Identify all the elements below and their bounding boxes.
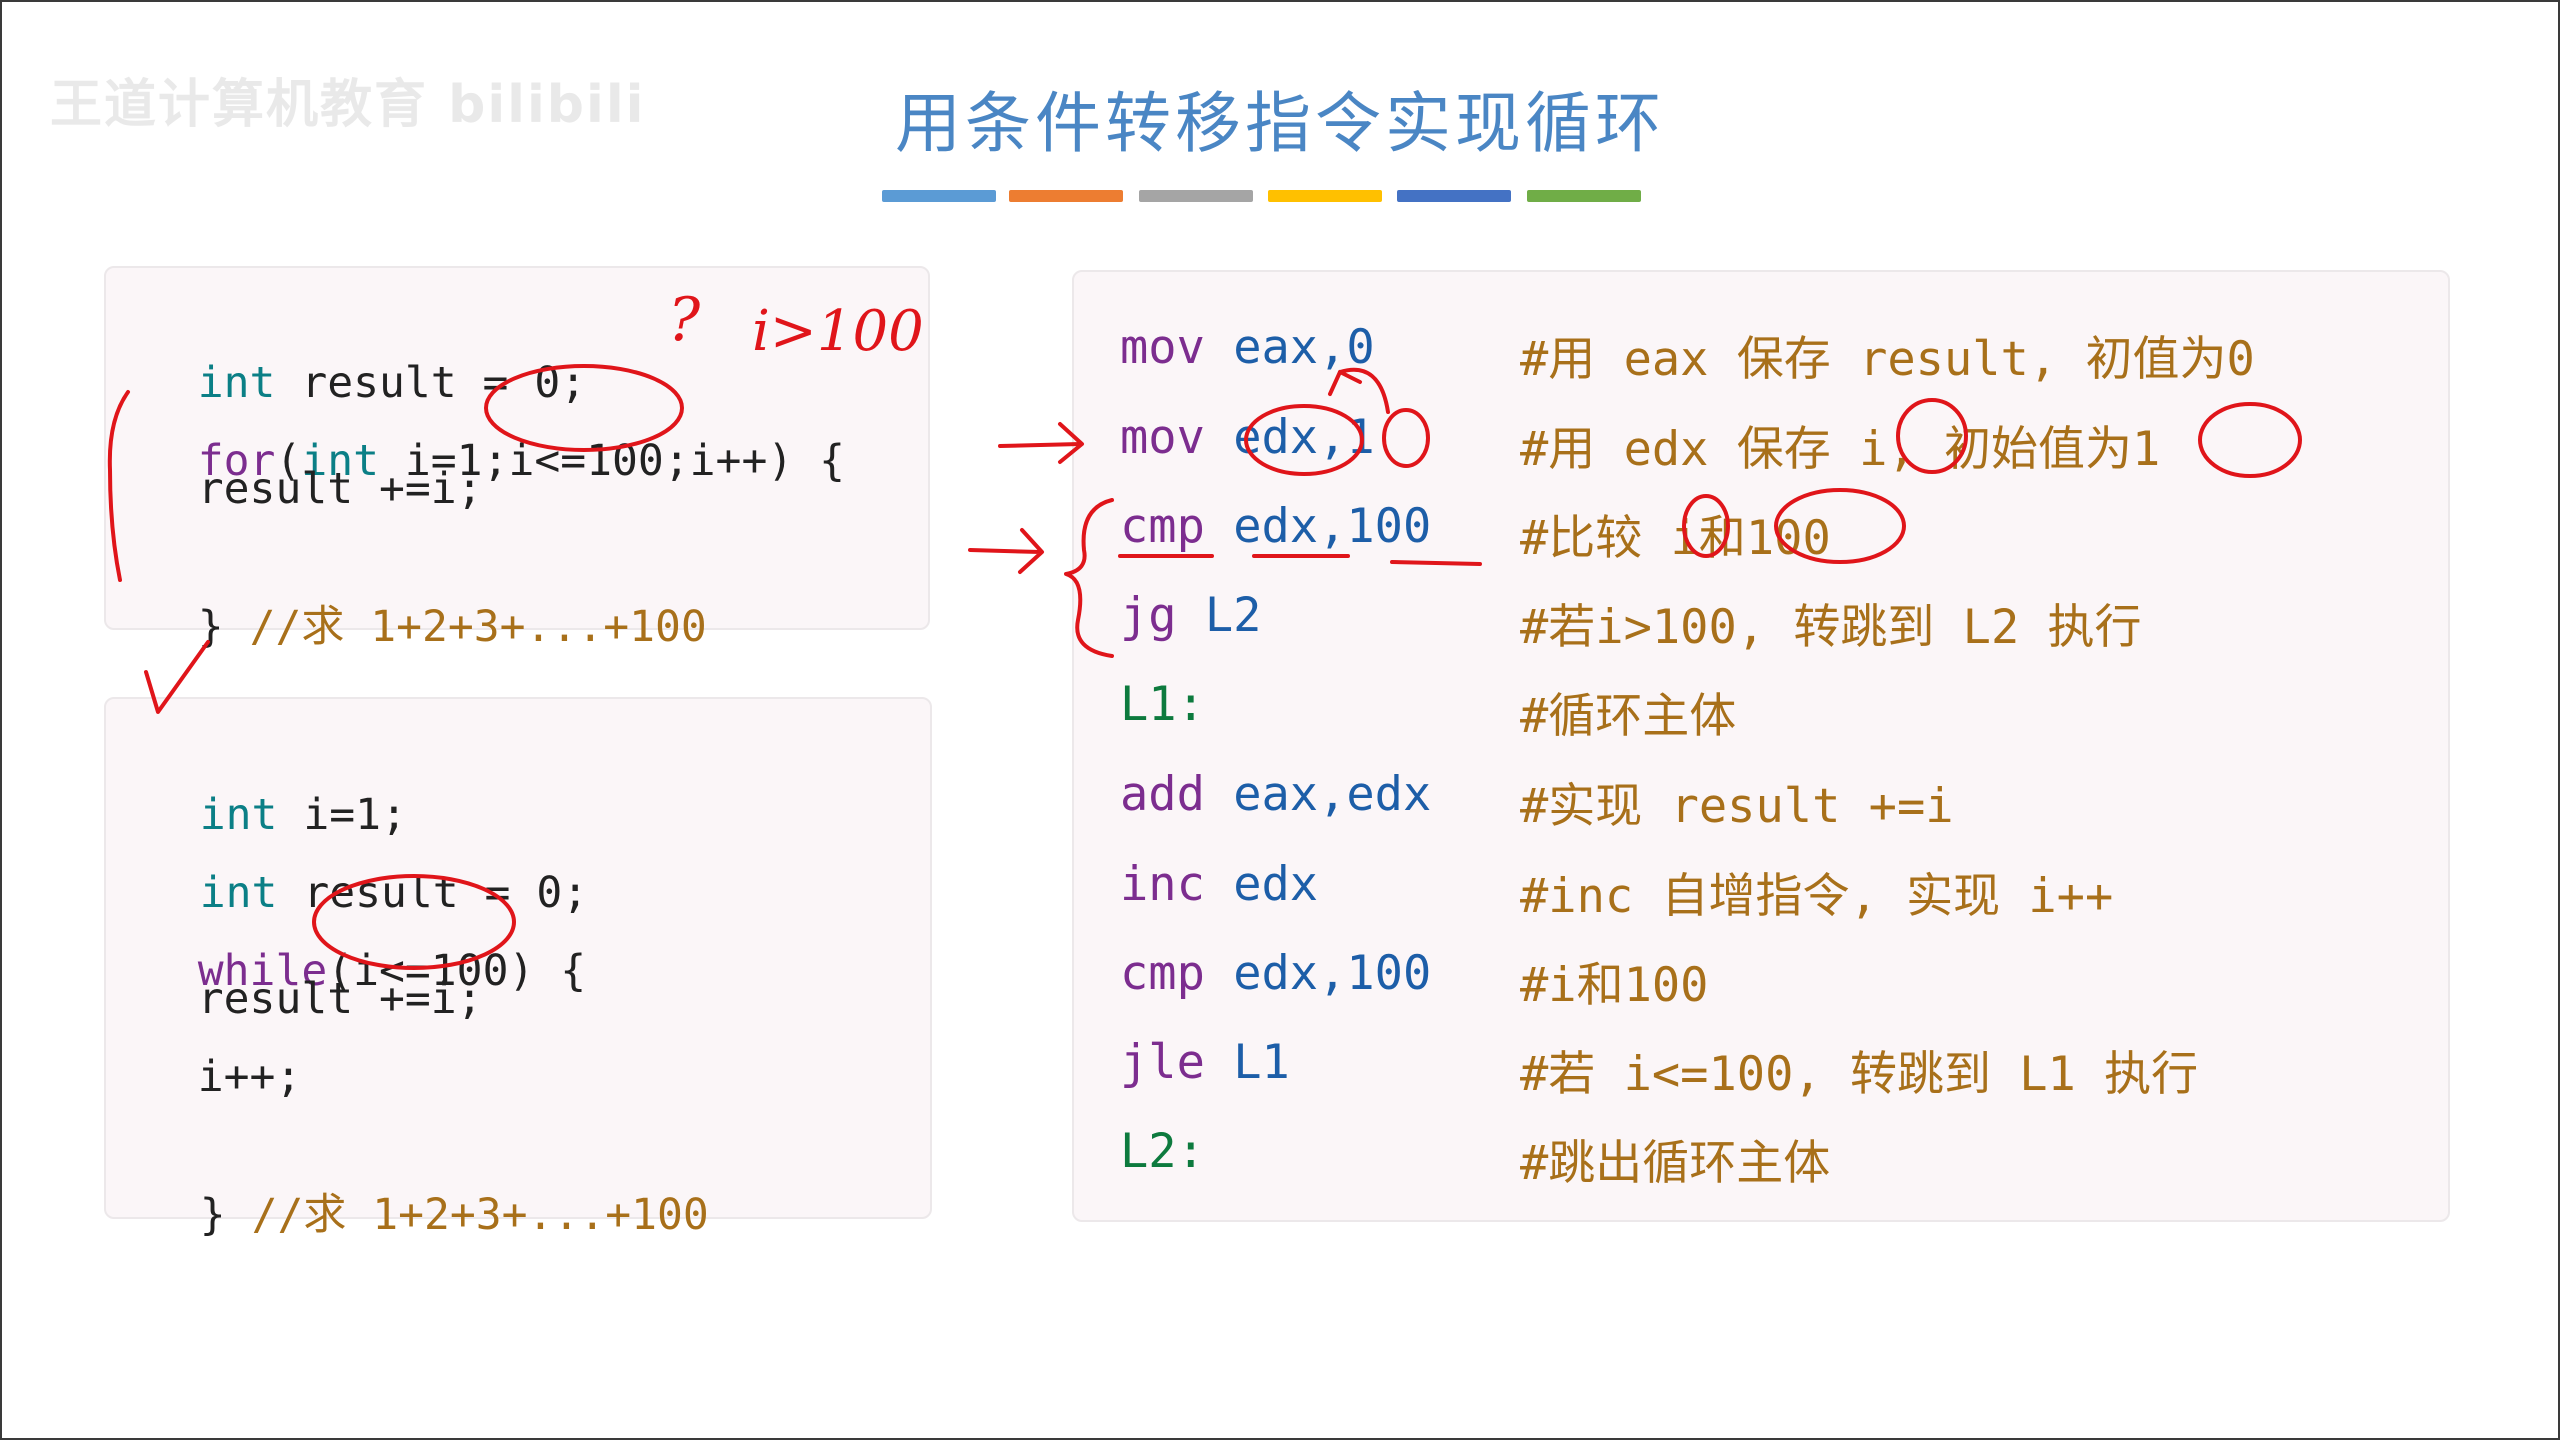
code-text: (i<=100) { — [327, 946, 587, 996]
asm-opcode: inc — [1120, 857, 1205, 912]
annotation-bracket — [107, 390, 130, 582]
asm-line: inc edx — [1120, 857, 1318, 912]
accent-bar-6 — [1527, 190, 1641, 202]
while-line-5: i++; — [146, 1052, 302, 1102]
keyword: while — [197, 946, 328, 996]
slide-title: 用条件转移指令实现循环 — [895, 85, 1665, 162]
for-line-1: int result = 0; — [146, 308, 586, 408]
asm-opcode: mov — [1120, 320, 1205, 375]
asm-comment: #用 edx 保存 i, 初始值为1 — [1520, 422, 2161, 477]
annotation-question: ? — [668, 285, 701, 355]
keyword: int — [199, 868, 278, 918]
accent-bar-2 — [1009, 190, 1123, 202]
code-text: i=1;i<=100;i++) { — [379, 436, 846, 486]
asm-comment: #i和100 — [1520, 958, 1709, 1013]
accent-bar-5 — [1397, 190, 1511, 202]
annotation-arrow — [1328, 370, 1362, 396]
annotation-circle — [1382, 408, 1430, 468]
code-text: } — [197, 602, 250, 652]
for-line-3: result +=i; — [146, 464, 483, 514]
code-comment: //求 1+2+3+...+100 — [251, 1190, 709, 1240]
code-text: ( — [275, 436, 302, 486]
asm-line: jle L1 — [1120, 1035, 1290, 1090]
asm-line: cmp edx,100 — [1120, 946, 1431, 1001]
while-line-6: } //求 1+2+3+...+100 — [148, 1130, 709, 1242]
asm-operands: L2 — [1204, 588, 1262, 643]
asm-opcode: cmp — [1120, 499, 1205, 554]
asm-comment: #inc 自增指令, 实现 i++ — [1520, 869, 2114, 924]
annotation-condition: i>100 — [752, 299, 924, 364]
asm-opcode: jle — [1120, 1035, 1205, 1090]
watermark: 王道计算机教育 bilibili — [50, 75, 646, 135]
asm-line: jg L2 — [1120, 588, 1261, 643]
asm-operands: edx,100 — [1233, 946, 1432, 1001]
code-text: } — [199, 1190, 252, 1240]
asm-comment: #循环主体 — [1520, 689, 1737, 744]
annotation-underline — [1390, 560, 1482, 566]
annotation-circle — [1774, 488, 1906, 564]
asm-label: L2: — [1120, 1124, 1205, 1179]
keyword: int — [199, 790, 278, 840]
assembly-panel — [1072, 270, 2450, 1222]
asm-line: L2: — [1120, 1124, 1205, 1179]
asm-opcode: cmp — [1120, 946, 1205, 1001]
annotation-circle — [1682, 494, 1730, 558]
annotation-arrow — [1338, 367, 1390, 414]
asm-operands: L1 — [1233, 1035, 1290, 1090]
asm-label: L1: — [1120, 677, 1205, 732]
asm-comment: #用 eax 保存 result, 初值为0 — [1520, 332, 2255, 387]
keyword: for — [197, 436, 276, 486]
annotation-circle — [2198, 402, 2302, 478]
asm-line: cmp edx,100 — [1120, 499, 1431, 554]
asm-comment: #跳出循环主体 — [1520, 1136, 1831, 1191]
keyword: int — [301, 436, 380, 486]
annotation-circle — [1244, 404, 1364, 476]
for-line-2: for(int i=1;i<=100;i++) { — [146, 386, 845, 486]
annotation-circle — [484, 364, 684, 452]
for-line-4: } //求 1+2+3+...+100 — [146, 542, 707, 654]
code-text: i=1; — [277, 790, 407, 840]
while-line-4: result +=i; — [146, 974, 483, 1024]
asm-comment: #比较 i和100 — [1520, 511, 1831, 566]
while-loop-panel — [104, 697, 932, 1219]
while-line-1: int i=1; — [148, 740, 407, 840]
asm-comment: #若 i<=100, 转跳到 L1 执行 — [1520, 1047, 2199, 1102]
asm-operands: edx,100 — [1233, 499, 1432, 554]
asm-operands: eax,edx — [1233, 767, 1432, 822]
asm-comment: #实现 result +=i — [1520, 779, 1954, 834]
asm-comment: #若i>100, 转跳到 L2 执行 — [1520, 600, 2142, 655]
annotation-circle — [1896, 398, 1968, 474]
asm-line: mov eax,0 — [1120, 320, 1375, 375]
asm-operands: eax,0 — [1233, 320, 1375, 375]
asm-line: add eax,edx — [1120, 767, 1431, 822]
accent-bar-3 — [1139, 190, 1253, 202]
for-loop-panel — [104, 266, 930, 630]
asm-line: L1: — [1120, 677, 1205, 732]
asm-operands: edx — [1233, 857, 1319, 912]
asm-opcode: mov — [1120, 410, 1205, 465]
asm-opcode: add — [1120, 767, 1205, 822]
annotation-brace — [1064, 498, 1114, 658]
annotation-arrow — [144, 640, 210, 714]
annotation-arrow — [998, 422, 1084, 464]
annotation-arrow — [968, 528, 1044, 574]
code-comment: //求 1+2+3+...+100 — [249, 602, 707, 652]
accent-bar-4 — [1268, 190, 1382, 202]
accent-bar-1 — [882, 190, 996, 202]
annotation-circle — [312, 874, 516, 970]
asm-opcode: jg — [1120, 588, 1177, 643]
while-line-3: while(i<=100) { — [146, 896, 586, 996]
keyword: int — [197, 358, 276, 408]
